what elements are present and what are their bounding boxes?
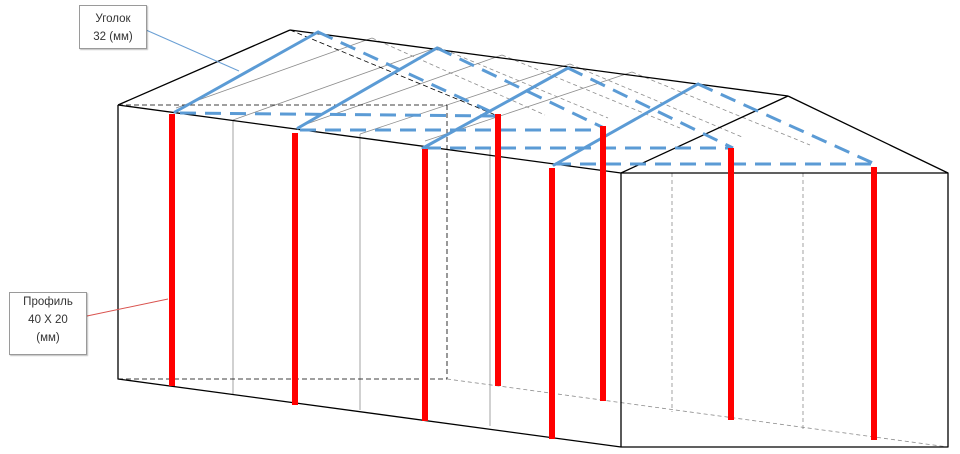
- profile-callout: Профиль 40 X 20 (мм): [9, 292, 87, 355]
- profile-posts: [169, 114, 877, 440]
- angle-callout: Уголок 32 (мм): [79, 5, 147, 49]
- angle-leader-line: [145, 29, 240, 72]
- angle-callout-line1: Уголок: [95, 13, 131, 25]
- profile-leader-line: [86, 298, 169, 317]
- hidden-edges-light: [371, 37, 949, 448]
- profile-callout-line1: Профиль: [23, 296, 73, 308]
- profile-callout-line2: 40 X 20: [28, 314, 68, 326]
- angle-rafters-solid: [173, 30, 700, 167]
- thin-frame-lines: [175, 37, 633, 426]
- angle-members-dashed: [179, 30, 876, 166]
- building-outline: [117, 29, 949, 448]
- profile-callout-line3: (мм): [36, 332, 60, 344]
- angle-callout-line2: 32 (мм): [93, 31, 133, 43]
